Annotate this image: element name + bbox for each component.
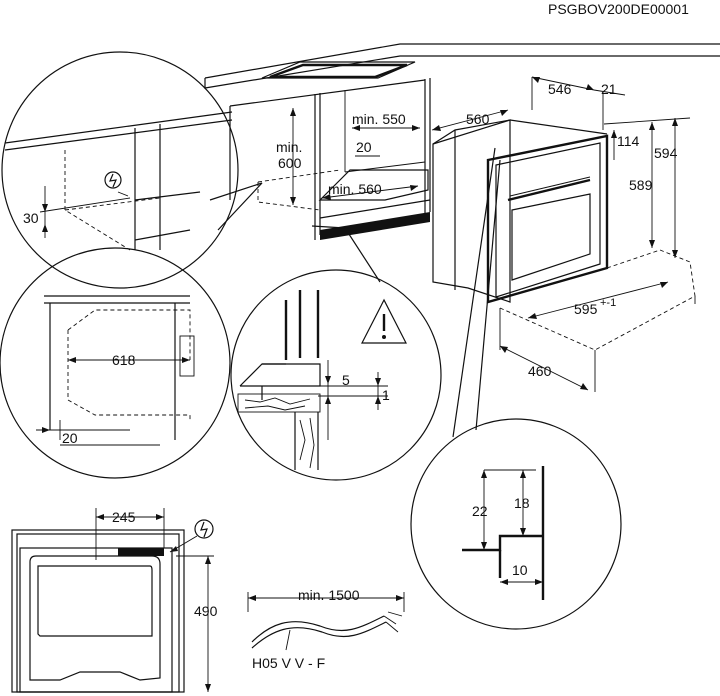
dim-594: 594 (654, 145, 678, 161)
document-code: PSGBOV200DE00001 (548, 1, 689, 17)
cable-type-label: H05 V V - F (252, 655, 325, 671)
warning-icon (361, 298, 407, 344)
cable-min1500-label: min. 1500 (298, 587, 360, 603)
detail-circle-mid-left: 618 20 (0, 247, 231, 479)
detail-circle-top-left: 30 (1, 51, 263, 289)
oven (432, 119, 609, 304)
hob (269, 63, 408, 79)
dim-560: 560 (466, 111, 490, 127)
detail-circle-center: 5 1 (230, 225, 442, 481)
dim-18: 18 (514, 495, 530, 511)
min600-label-b: 600 (278, 155, 302, 171)
oven-dimensions: 546 21 560 114 594 589 595 +-1 (431, 76, 696, 392)
dim-618: 618 (112, 352, 136, 368)
dim-595: 595 (574, 301, 598, 317)
dim-589: 589 (629, 177, 653, 193)
dim-22: 22 (472, 503, 488, 519)
dim-21: 21 (601, 81, 617, 97)
dim-10: 10 (512, 562, 528, 578)
dim-114: 114 (617, 133, 640, 149)
dim-595-tolerance: +-1 (600, 297, 616, 309)
power-cable: min. 1500 H05 V V - F (247, 587, 405, 671)
power-socket-icon (104, 171, 122, 189)
dim-w20: 20 (62, 430, 78, 446)
min550-label: min. 550 (352, 111, 406, 127)
dim-gap-5: 5 (342, 372, 350, 388)
cabinet-dimensions: min. 600 min. 550 20 min. 560 (276, 108, 420, 205)
dim-30: 30 (23, 210, 39, 226)
kitchen-cabinet (204, 43, 720, 240)
dim-245: 245 (112, 509, 136, 525)
dim-460: 460 (528, 363, 552, 379)
power-socket-icon-rear (194, 519, 214, 539)
dim-546: 546 (548, 81, 572, 97)
rear-view: 245 490 (11, 508, 218, 693)
dim-gap-1: 1 (382, 387, 390, 403)
dim-490: 490 (194, 603, 218, 619)
min560-label: min. 560 (328, 181, 382, 197)
w20-label: 20 (356, 139, 372, 155)
min600-label-a: min. (276, 139, 302, 155)
detail-circle-right: 22 18 10 (410, 147, 622, 630)
